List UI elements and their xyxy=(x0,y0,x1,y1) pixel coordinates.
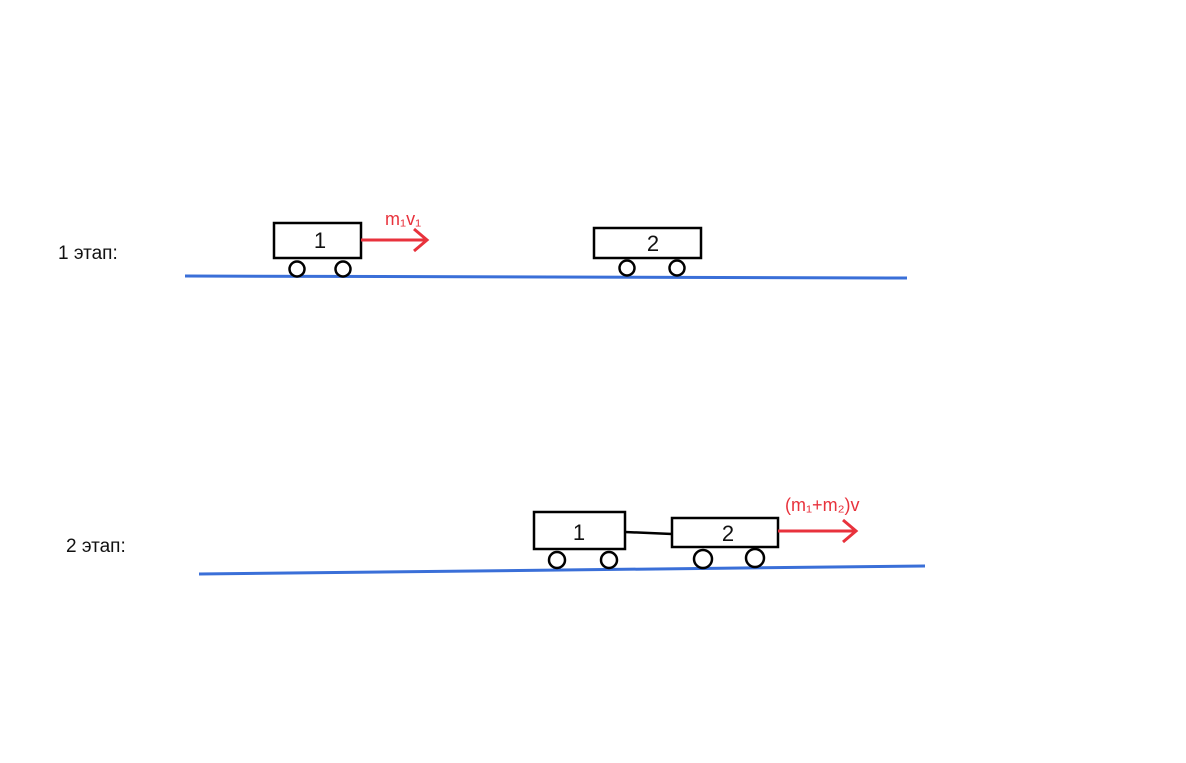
stage-1-momentum-label: m₁v₁ xyxy=(385,209,421,229)
cart-1-wheel-right xyxy=(599,550,619,570)
cart-2-body xyxy=(592,226,703,260)
cart-1-wheel-left xyxy=(288,260,306,278)
stage-2-momentum-arrow xyxy=(778,518,859,544)
cart-2-body xyxy=(670,516,780,549)
stage-1-track xyxy=(184,274,908,280)
cart-1-number: 1 xyxy=(573,520,585,545)
stage-2-cart-1: 1 xyxy=(532,510,627,570)
stage-2-momentum-label: (m₁+m₂)v xyxy=(785,495,860,515)
stage-1-label: 1 этап: xyxy=(58,243,118,264)
stage-2-label: 2 этап: xyxy=(66,536,126,557)
stage-2: 2 этап: 1 2 (m₁+m₂)v xyxy=(66,495,926,576)
cart-1-wheel-right xyxy=(334,260,352,278)
cart-1-number: 1 xyxy=(314,228,326,253)
cart-2-wheel-right xyxy=(668,259,686,277)
stage-2-track xyxy=(198,564,926,576)
stage-1-cart-2: 2 xyxy=(592,226,703,277)
cart-2-wheel-left xyxy=(692,548,714,570)
stage-1: 1 этап: 1 m₁v₁ 2 xyxy=(58,209,908,280)
stage-1-momentum-arrow xyxy=(361,227,430,253)
cart-1-wheel-left xyxy=(547,550,567,570)
cart-2-wheel-right xyxy=(744,547,766,569)
cart-1-body xyxy=(532,510,627,551)
stage-2-cart-2: 2 xyxy=(670,516,780,570)
cart-2-wheel-left xyxy=(618,259,636,277)
cart-2-number: 2 xyxy=(647,231,659,256)
cart-2-number: 2 xyxy=(722,521,734,546)
coupling-bar xyxy=(624,530,673,536)
stage-1-cart-1: 1 xyxy=(272,221,363,278)
